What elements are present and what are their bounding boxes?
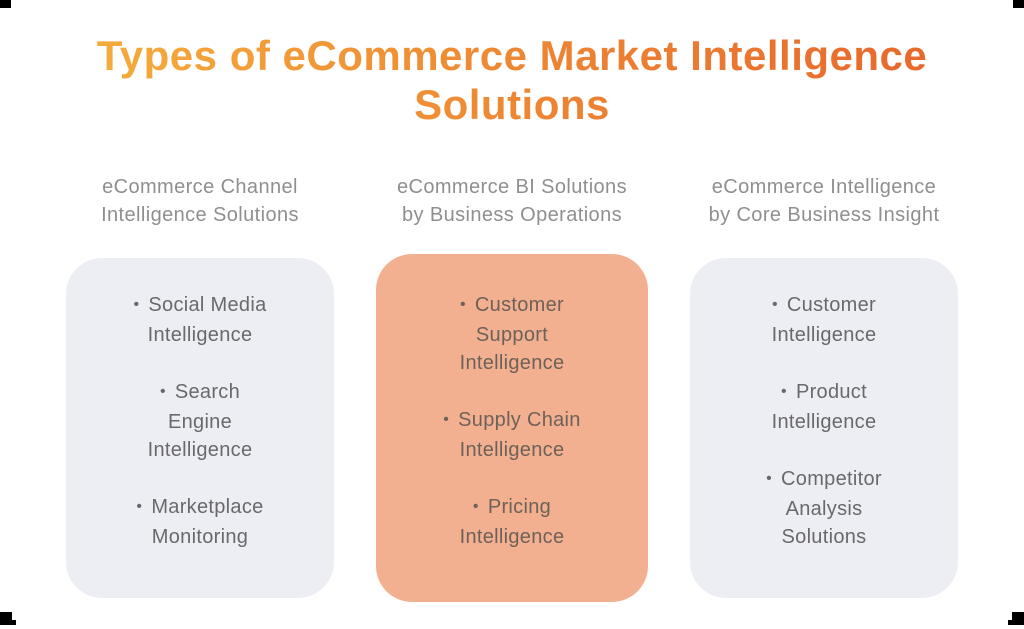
list-item-text: Social Media: [148, 294, 267, 316]
bullet-dot-icon: •: [136, 498, 143, 515]
column-bi-by-business-operations: eCommerce BI Solutions by Business Opera…: [376, 173, 648, 602]
page-title-line-1: Types of eCommerce Market Intelligence: [96, 32, 928, 79]
list-item-line: Intelligence: [84, 321, 316, 349]
list-item-text: Support: [475, 324, 549, 346]
list-item-line: • Product: [708, 378, 940, 408]
list-item-line: Analysis: [708, 495, 940, 523]
list-item-text: Customer: [786, 294, 876, 316]
corner-mark-top-left: [0, 0, 11, 8]
bullet-dot-icon: •: [772, 296, 778, 313]
list-item-line: Intelligence: [708, 321, 940, 349]
bullet-dot-icon: •: [766, 470, 773, 487]
list-item-text: Intelligence: [459, 352, 565, 374]
column-header: eCommerce Channel Intelligence Solutions: [101, 176, 299, 226]
list-item-text: Analysis: [785, 498, 863, 520]
list-item-text: Competitor: [781, 468, 882, 490]
bullet-dot-icon: •: [781, 383, 787, 400]
list-item-text: Intelligence: [459, 439, 565, 461]
bullet-dot-icon: •: [159, 383, 166, 400]
column-core-business-insight: eCommerce Intelligence by Core Business …: [690, 173, 958, 602]
list-item-text: Intelligence: [147, 324, 253, 346]
list-item-line: Intelligence: [394, 523, 630, 551]
list-item-line: • Pricing: [394, 493, 630, 523]
list-item-text: Solutions: [781, 526, 867, 548]
page-title: Types of eCommerce Market Intelligence S…: [0, 0, 1024, 129]
list-item-line: Monitoring: [84, 523, 316, 551]
column-channel-intelligence: eCommerce Channel Intelligence Solutions…: [66, 173, 334, 602]
list-item-line: Solutions: [708, 523, 940, 551]
list-item-text: Intelligence: [771, 411, 877, 433]
list-item-line: • Marketplace: [84, 493, 316, 523]
column-header: eCommerce Intelligence by Core Business …: [708, 176, 940, 226]
list-item-line: • Social Media: [84, 291, 316, 321]
list-item-text: Search: [174, 381, 241, 403]
column-header: eCommerce BI Solutions by Business Opera…: [396, 176, 627, 226]
list-item-line: Engine: [84, 408, 316, 436]
list-item-text: Customer: [474, 294, 564, 316]
list-item-line: Intelligence: [394, 349, 630, 377]
list-item-text: Pricing: [487, 496, 552, 518]
bullet-dot-icon: •: [460, 296, 466, 313]
list-item-line: • Competitor: [708, 465, 940, 495]
list-item-line: Support: [394, 321, 630, 349]
list-item-line: • Search: [84, 378, 316, 408]
list-item-line: Intelligence: [394, 436, 630, 464]
list-item-text: Marketplace: [151, 496, 264, 518]
list-item-line: Intelligence: [708, 408, 940, 436]
corner-mark-bottom-right: [1008, 612, 1024, 625]
list-item-text: Product: [795, 381, 867, 403]
bullet-dot-icon: •: [133, 296, 140, 313]
list-item-line: Intelligence: [84, 436, 316, 464]
list-item-text: Monitoring: [151, 526, 249, 548]
list-item-text: Engine: [167, 411, 233, 433]
list-item-text: Intelligence: [771, 324, 877, 346]
list-item-line: • Customer: [708, 291, 940, 321]
list-item-text: Intelligence: [459, 526, 565, 548]
corner-mark-bottom-left: [0, 612, 16, 625]
list-item-text: Supply Chain: [458, 409, 581, 431]
list-item-line: • Supply Chain: [394, 406, 630, 436]
bullet-dot-icon: •: [443, 411, 450, 428]
page-title-line-2: Solutions: [414, 81, 610, 128]
list-item-text: Intelligence: [147, 439, 253, 461]
corner-mark-top-right: [1013, 0, 1024, 8]
list-item-line: • Customer: [394, 291, 630, 321]
bullet-dot-icon: •: [472, 498, 479, 515]
columns-row: eCommerce Channel Intelligence Solutions…: [0, 173, 1024, 602]
